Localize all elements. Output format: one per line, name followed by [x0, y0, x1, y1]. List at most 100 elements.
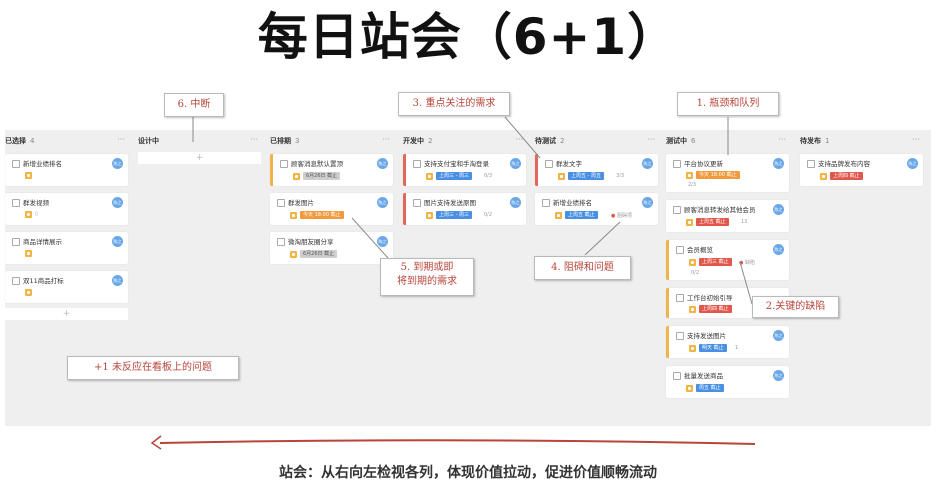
avatar[interactable]: 陈之	[112, 158, 123, 169]
task-card[interactable]: 图片支持发送原图 陈之 上周三 - 周三 0/2	[403, 193, 526, 225]
column-name: 已选择	[5, 137, 26, 145]
task-card[interactable]: 群发视频 陈之 ▯	[5, 193, 128, 225]
defect-text: 缺陷	[744, 260, 755, 266]
date-range-tag: 上周五 - 周五	[568, 172, 604, 180]
checkbox[interactable]	[12, 199, 20, 207]
more-icon[interactable]: ···	[647, 135, 655, 144]
task-card[interactable]: 双11商品打标 陈之	[5, 271, 128, 303]
checkbox[interactable]	[413, 160, 421, 168]
avatar[interactable]: 陈之	[112, 197, 123, 208]
priority-icon	[686, 385, 693, 392]
column-header: 已排期 3 ···	[270, 135, 394, 150]
checkbox[interactable]	[542, 199, 550, 207]
avatar[interactable]: 陈之	[773, 330, 784, 341]
checkbox[interactable]	[676, 246, 684, 254]
due-date-tag: 上周五 截止	[696, 218, 729, 226]
avatar[interactable]: 陈之	[112, 236, 123, 247]
note-due-requirements: 5. 到期或即 将到期的需求	[380, 258, 474, 296]
add-card-button[interactable]: +	[5, 308, 128, 320]
card-title: 顾客消息转发给其他会员	[684, 206, 756, 214]
checkbox[interactable]	[676, 294, 684, 302]
checkbox[interactable]	[676, 332, 684, 340]
note-line-2: 将到期的需求	[397, 276, 457, 287]
card-title: 平台协议更新	[684, 160, 723, 168]
task-card[interactable]: 支持品牌发布内容 陈之 上周四 截止	[800, 154, 923, 186]
task-card[interactable]: 商品详情展示 陈之	[5, 232, 128, 264]
more-icon[interactable]: ···	[912, 135, 920, 144]
card-title: 支持发送图片	[687, 332, 726, 340]
priority-icon	[689, 345, 696, 352]
add-card-button[interactable]: +	[138, 152, 261, 164]
card-title: 新增业绩排名	[553, 199, 592, 207]
task-card[interactable]: 群发文字 陈之 上周五 - 周五 3/3	[535, 154, 658, 186]
due-date-tag: 今天 18:00 截止	[696, 171, 740, 179]
column-count: 3	[295, 137, 300, 145]
doc-icon: ▯	[35, 211, 38, 217]
task-card[interactable]: 新增业绩排名 陈之	[5, 154, 128, 186]
checkbox[interactable]	[807, 160, 815, 168]
note-interruption: 6. 中断	[164, 93, 224, 117]
more-icon[interactable]: ···	[117, 135, 125, 144]
avatar[interactable]: 陈之	[112, 275, 123, 286]
checkbox[interactable]	[673, 206, 681, 214]
task-card[interactable]: 新增业绩排名 陈之 上周五 截止 ● 阻碍项	[535, 193, 658, 225]
more-icon[interactable]: ···	[778, 135, 786, 144]
task-card[interactable]: 微淘朋友圈分享 陈之 6月26日 截止	[270, 232, 393, 264]
flow-arrow-line	[159, 439, 756, 445]
more-icon[interactable]: ···	[250, 135, 258, 144]
checkbox[interactable]	[673, 372, 681, 380]
note-key-defects: 2.关键的缺陷	[752, 296, 839, 318]
task-card[interactable]: 会员概览 陈之 上周三 截止 ● 缺陷 0/2	[666, 240, 789, 280]
priority-icon	[555, 212, 562, 219]
card-title: 商品详情展示	[23, 238, 62, 246]
more-icon[interactable]: ···	[515, 135, 523, 144]
avatar[interactable]: 陈之	[377, 236, 388, 247]
task-card[interactable]: 工作台初始引导 上周四 截止	[666, 288, 789, 318]
task-card[interactable]: 平台协议更新 陈之 今天 18:00 截止 2/3	[666, 154, 789, 192]
task-card[interactable]: 支持发送图片 陈之 明天 截止 1	[666, 326, 789, 358]
checkbox[interactable]	[12, 277, 20, 285]
priority-icon	[686, 172, 693, 179]
checkbox[interactable]	[673, 160, 681, 168]
column-name: 待发布	[800, 137, 821, 145]
checkbox[interactable]	[413, 199, 421, 207]
avatar[interactable]: 陈之	[642, 158, 653, 169]
column-name: 已排期	[270, 137, 291, 145]
avatar[interactable]: 陈之	[642, 197, 653, 208]
avatar[interactable]: 陈之	[377, 197, 388, 208]
checkbox[interactable]	[277, 238, 285, 246]
due-date-tag: 上周五 截止	[565, 211, 598, 219]
avatar[interactable]: 陈之	[773, 370, 784, 381]
card-title: 工作台初始引导	[687, 294, 733, 302]
column-count: 1	[825, 137, 830, 145]
task-card[interactable]: 批量发送商品 陈之 周五 截止	[666, 366, 789, 398]
task-card[interactable]: 顾客消息默认置顶 陈之 6月26日 截止	[270, 154, 393, 186]
note-blockers: 4. 阻碍和问题	[534, 256, 631, 280]
task-card[interactable]: 群发图片 陈之 今天 18:00 截止	[270, 193, 393, 225]
avatar[interactable]: 陈之	[510, 158, 521, 169]
checkbox[interactable]	[277, 199, 285, 207]
checkbox[interactable]	[12, 160, 20, 168]
member-count: 13	[741, 219, 748, 225]
task-card[interactable]: 支持支付宝和手淘登录 陈之 上周三 - 周三 0/3	[403, 154, 526, 186]
column-count: 6	[691, 137, 696, 145]
checkbox[interactable]	[545, 160, 553, 168]
avatar[interactable]: 陈之	[377, 158, 388, 169]
avatar[interactable]: 陈之	[773, 244, 784, 255]
avatar[interactable]: 陈之	[773, 204, 784, 215]
avatar[interactable]: 陈之	[510, 197, 521, 208]
task-card[interactable]: 顾客消息转发给其他会员 陈之 上周五 截止 13	[666, 200, 789, 232]
checkbox[interactable]	[280, 160, 288, 168]
due-date-tag: 明天 截止	[699, 344, 727, 352]
checkbox[interactable]	[12, 238, 20, 246]
priority-icon	[689, 259, 696, 266]
defect-icon: ●	[739, 260, 744, 266]
avatar[interactable]: 陈之	[773, 158, 784, 169]
more-icon[interactable]: ···	[382, 135, 390, 144]
priority-icon	[25, 250, 32, 257]
blocker-label: ● 阻碍项	[611, 212, 632, 219]
avatar[interactable]: 陈之	[907, 158, 918, 169]
column-name: 待测试	[535, 137, 556, 145]
